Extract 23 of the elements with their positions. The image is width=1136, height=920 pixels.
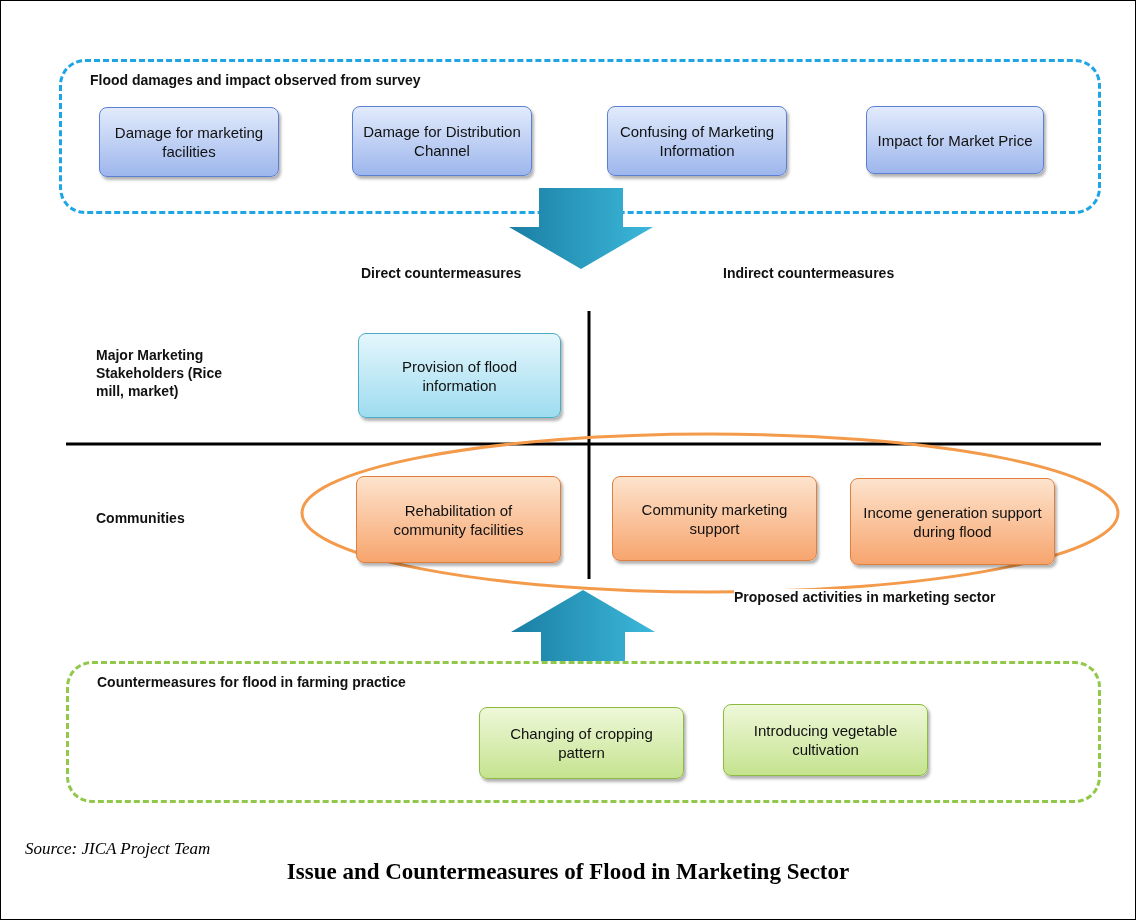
- process-box: Changing of cropping pattern: [479, 707, 684, 779]
- text-label: Major Marketing Stakeholders (Rice mill, market): [96, 346, 224, 400]
- process-box: Introducing vegetable cultivation: [723, 704, 928, 776]
- block-arrow: [511, 590, 655, 661]
- ellipse-label: Proposed activities in marketing sector: [734, 589, 996, 605]
- block-arrow: [509, 188, 653, 269]
- diagram-title: Issue and Countermeasures of Flood in Marketing Sector: [286, 859, 850, 885]
- process-box: Impact for Market Price: [866, 106, 1044, 174]
- dashed-group-box: [59, 59, 1101, 214]
- process-box: Rehabilitation of community facilities: [356, 476, 561, 563]
- text-label: Indirect countermeasures: [723, 264, 895, 282]
- process-box: Community marketing support: [612, 476, 817, 561]
- group-title: Flood damages and impact observed from survey: [90, 72, 421, 88]
- group-title: Countermeasures for flood in farming practice: [97, 674, 406, 690]
- process-box: Damage for Distribution Channel: [352, 106, 532, 176]
- source-note: Source: JICA Project Team: [25, 839, 211, 859]
- process-box: Income generation support during flood: [850, 478, 1055, 565]
- process-box: Provision of flood information: [358, 333, 561, 418]
- text-label: Communities: [96, 509, 185, 527]
- dashed-group-box: [66, 661, 1101, 803]
- process-box: Damage for marketing facilities: [99, 107, 279, 177]
- text-label: Direct countermeasures: [361, 264, 522, 282]
- process-box: Confusing of Marketing Information: [607, 106, 787, 176]
